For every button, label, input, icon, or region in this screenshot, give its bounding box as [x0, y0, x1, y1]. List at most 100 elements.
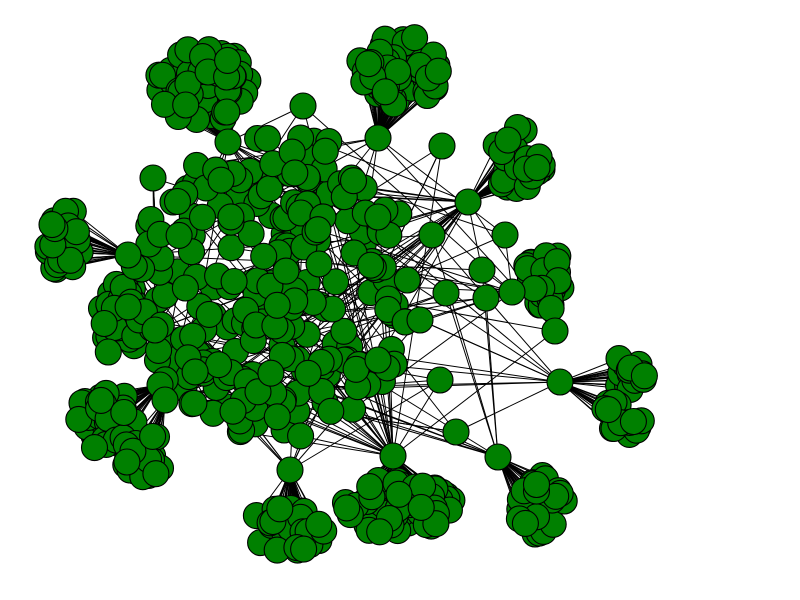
satellite-node [619, 407, 647, 436]
hub-node [428, 132, 456, 160]
core-node [272, 257, 300, 285]
hub-node [454, 188, 482, 216]
hub-node [364, 346, 392, 374]
satellite-node [401, 24, 429, 52]
satellite-node [494, 126, 522, 154]
core-node [257, 359, 285, 387]
hub-node [498, 278, 526, 306]
hub-node [468, 256, 496, 284]
node-layer [34, 24, 658, 564]
satellite-node [407, 493, 435, 521]
hub-node [151, 386, 179, 414]
core-node [163, 187, 192, 216]
graph-edge [455, 381, 561, 433]
satellite-node [356, 473, 384, 501]
core-node [217, 203, 245, 231]
core-node [305, 250, 333, 278]
core-node [181, 358, 209, 386]
satellite-node [213, 98, 241, 126]
satellite-node [56, 246, 84, 274]
core-node [219, 397, 247, 425]
core-node [195, 300, 223, 328]
hub-node [442, 418, 470, 446]
hub-node [546, 368, 574, 396]
satellite-node [90, 309, 118, 338]
core-node [165, 221, 193, 249]
core-node [114, 293, 142, 321]
satellite-node [142, 460, 170, 488]
satellite-node [366, 518, 394, 546]
graph-edge [328, 193, 394, 457]
satellite-node [424, 57, 452, 85]
core-node [287, 422, 315, 450]
core-node [171, 274, 199, 302]
hub-node [214, 128, 242, 156]
core-node [180, 389, 208, 417]
hub-node [406, 306, 434, 334]
satellite-node [80, 434, 109, 462]
hub-node [418, 221, 446, 249]
hub-node [114, 241, 142, 269]
hub-node [426, 366, 454, 394]
core-node [220, 267, 248, 296]
core-node [205, 351, 233, 379]
hub-node [289, 92, 317, 120]
satellite-node [371, 78, 399, 106]
core-node [263, 403, 291, 431]
satellite-node [38, 211, 66, 239]
satellite-node [630, 362, 658, 390]
hub-node [541, 317, 569, 345]
core-node [304, 216, 332, 244]
satellite-node [139, 422, 167, 450]
satellite-node [522, 470, 551, 499]
graph-edge [300, 435, 394, 457]
graph-edge [313, 140, 469, 203]
core-node [207, 166, 235, 194]
hub-node [276, 456, 304, 484]
core-node [357, 251, 385, 279]
satellite-node [214, 46, 242, 74]
satellite-node [94, 338, 122, 366]
hub-node [484, 443, 512, 471]
graph-edge [240, 431, 394, 457]
core-node [294, 359, 322, 387]
hub-node [432, 279, 460, 307]
core-node [253, 125, 282, 153]
graph-edge [392, 330, 556, 457]
core-node [188, 203, 217, 231]
core-node [311, 137, 339, 165]
satellite-node [110, 398, 138, 427]
core-node [263, 291, 291, 319]
graph-edge [377, 137, 506, 236]
hub-node [139, 164, 167, 192]
satellite-node [172, 91, 200, 119]
hub-node [379, 442, 407, 470]
graph-edge [419, 319, 561, 383]
graph-edge [289, 379, 441, 471]
core-node [364, 203, 392, 231]
hub-node [472, 284, 500, 312]
satellite-node [87, 386, 115, 414]
hub-node [364, 124, 392, 152]
graph-edge [485, 297, 499, 458]
graph-edge [392, 379, 441, 457]
satellite-node [594, 396, 622, 424]
core-node [393, 266, 421, 294]
satellite-node [113, 448, 141, 476]
core-node [330, 317, 358, 345]
core-node [250, 242, 278, 270]
graph-edge [392, 145, 443, 457]
core-node [281, 159, 309, 187]
hub-node [491, 221, 519, 249]
core-node [244, 378, 272, 406]
graph-edge [227, 105, 304, 143]
core-node [339, 167, 368, 195]
satellite-node [511, 509, 539, 537]
satellite-node [385, 480, 413, 508]
graph-edge [431, 234, 561, 383]
hub-node [141, 316, 169, 344]
satellite-node [523, 154, 551, 182]
core-node [317, 397, 345, 425]
satellite-node [305, 510, 333, 538]
